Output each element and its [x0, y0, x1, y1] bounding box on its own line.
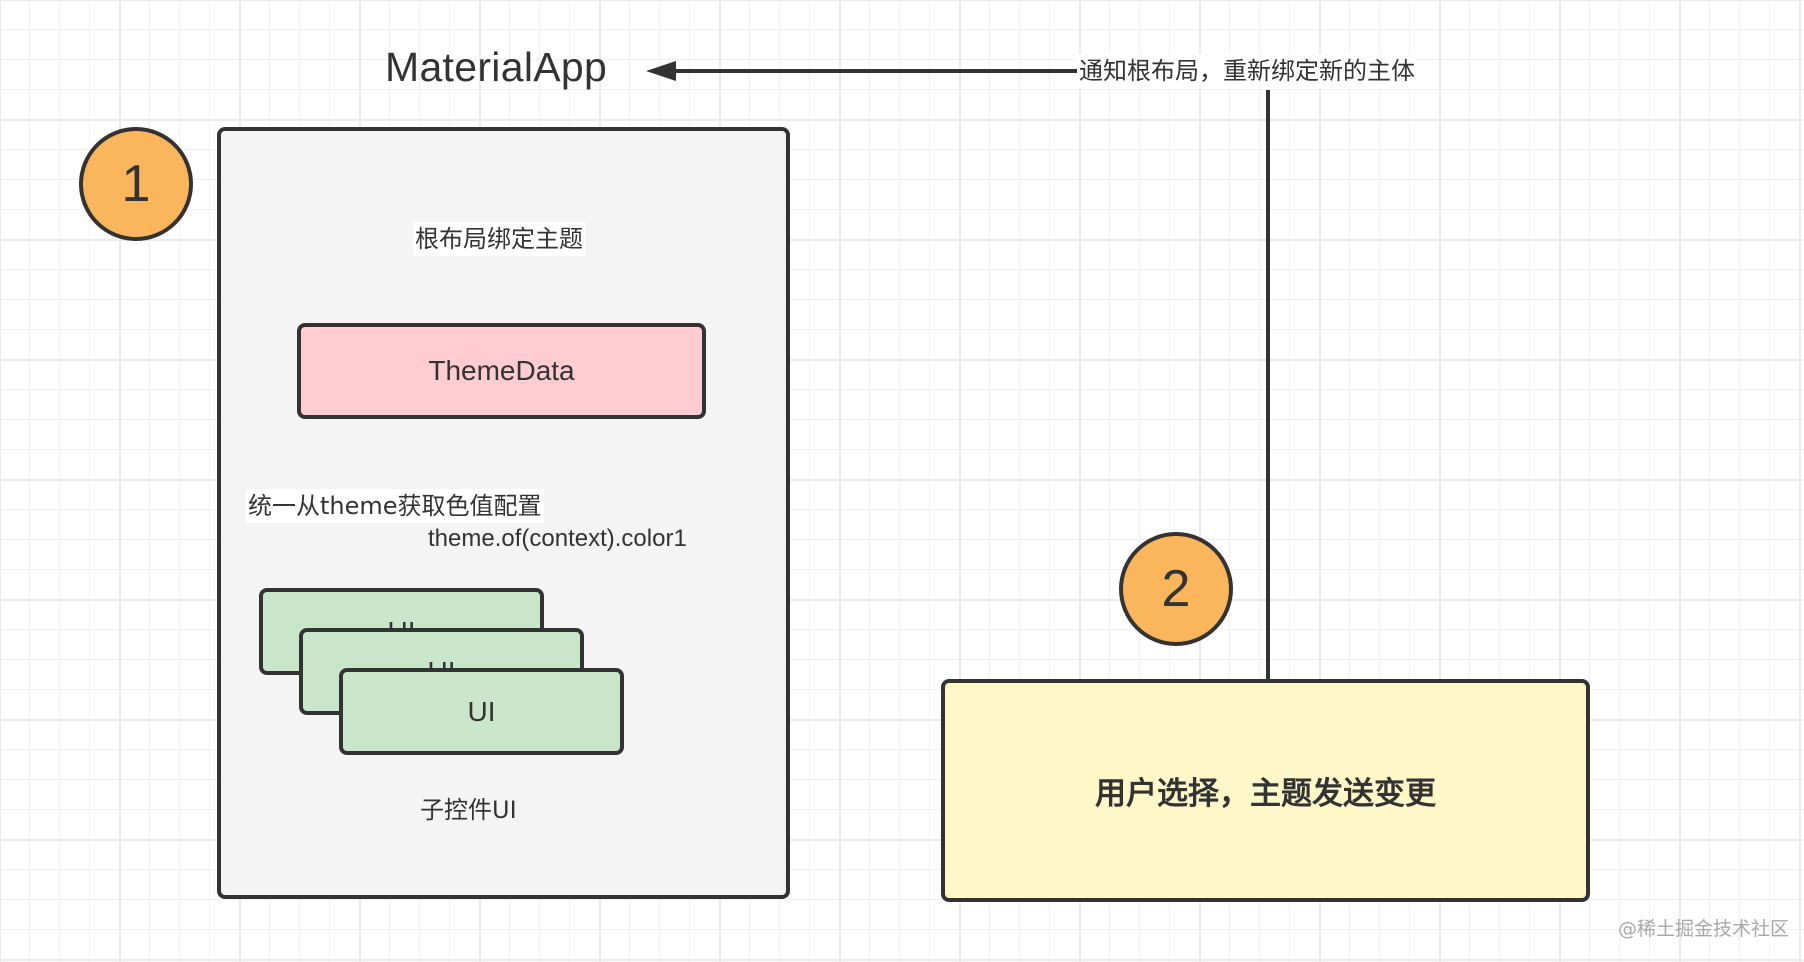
step-badge-2: 2 — [1119, 532, 1233, 646]
step-badge-number: 2 — [1161, 560, 1191, 618]
notify-root-label: 通知根布局，重新绑定新的主体 — [1077, 54, 1417, 88]
fetch-colors-label: 统一从theme获取色值配置 — [246, 489, 544, 523]
user-action-node: 用户选择，主题发送变更 — [941, 679, 1590, 902]
theme-data-label: ThemeData — [428, 355, 575, 386]
ui-widget-node: UI — [339, 668, 624, 755]
fetch-colors-code: theme.of(context).color1 — [428, 525, 687, 552]
watermark: @稀土掘金技术社区 — [1618, 918, 1790, 940]
bind-theme-label: 根布局绑定主题 — [413, 222, 585, 256]
theme-data-node: ThemeData — [297, 323, 706, 419]
user-action-label: 用户选择，主题发送变更 — [1095, 776, 1436, 812]
step-badge-1: 1 — [79, 127, 193, 241]
step-badge-number: 1 — [121, 155, 151, 213]
arrowhead-to-material-app — [646, 61, 676, 81]
ui-widget-label: UI — [467, 695, 496, 727]
material-app-node: MaterialApp — [385, 44, 608, 90]
container-caption: 子控件UI — [420, 796, 517, 824]
